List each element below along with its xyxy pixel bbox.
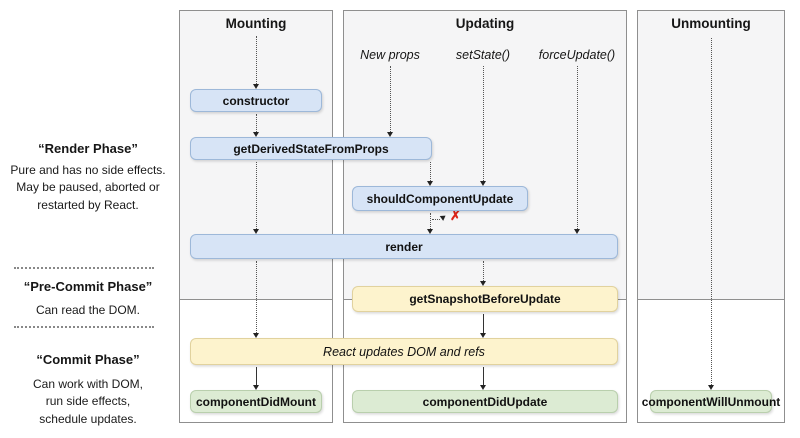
flow-arrow-newprops-to-getderivedstate <box>387 66 393 137</box>
phase-description-render: Pure and has no side effects. May be pau… <box>10 163 166 212</box>
node-get-snapshot-before-update: getSnapshotBeforeUpdate <box>352 286 618 312</box>
arrowhead <box>387 132 393 137</box>
flow-arrow-forceupdate-to-render <box>574 66 580 234</box>
flow-arrow-constructor-to-getderivedstate <box>253 114 259 137</box>
phase-description-commit: Can work with DOM, run side effects, sch… <box>32 377 144 426</box>
arrowhead <box>253 385 259 390</box>
arrowhead <box>253 132 259 137</box>
phase-divider <box>14 326 154 328</box>
flow-arrow-render-to-reactupdates <box>253 261 259 338</box>
phase-title-render: “Render Phase” <box>38 141 138 156</box>
node-render: render <box>190 234 618 259</box>
arrowhead <box>253 84 259 89</box>
flow-arrow-mounting-start <box>253 36 259 89</box>
flow-arrow-reactupdates-to-didmount <box>253 367 259 390</box>
flow-arrow-getderivedstate-to-render <box>253 162 259 234</box>
arrowhead <box>708 385 714 390</box>
arrowhead <box>253 333 259 338</box>
flow-arrow-reactupdates-to-didupdate <box>480 367 486 390</box>
arrowhead <box>480 385 486 390</box>
flow-arrow-getderivedstate-to-shouldupdate <box>427 162 433 186</box>
halt-x-icon: ✗ <box>450 208 461 223</box>
flow-arrow-shouldupdate-to-render <box>427 213 433 234</box>
node-should-component-update: shouldComponentUpdate <box>352 186 528 211</box>
node-component-did-update: componentDidUpdate <box>352 390 618 413</box>
trigger-force-update: forceUpdate() <box>538 48 616 62</box>
node-component-will-unmount: componentWillUnmount <box>642 390 780 413</box>
flow-arrow-render-to-getsnapshot <box>480 261 486 286</box>
arrowhead <box>480 333 486 338</box>
column-header-unmounting: Unmounting <box>671 16 751 31</box>
phase-description-pre-commit: Can read the DOM. <box>35 303 141 317</box>
node-constructor: constructor <box>190 89 322 112</box>
arrowhead <box>574 229 580 234</box>
trigger-new-props: New props <box>360 48 420 62</box>
phase-title-pre-commit: “Pre-Commit Phase” <box>23 279 153 294</box>
halt-branch-line <box>432 219 440 220</box>
node-get-derived-state-from-props: getDerivedStateFromProps <box>190 137 432 160</box>
column-header-mounting: Mounting <box>225 16 287 31</box>
arrowhead <box>480 181 486 186</box>
column-header-updating: Updating <box>455 16 515 31</box>
node-component-did-mount: componentDidMount <box>190 390 322 413</box>
arrowhead <box>427 181 433 186</box>
phase-divider <box>14 267 154 269</box>
phase-title-commit: “Commit Phase” <box>36 352 140 367</box>
node-react-updates-dom-and-refs: React updates DOM and refs <box>190 338 618 365</box>
flow-arrow-unmounting-to-willunmount <box>708 38 714 390</box>
arrowhead <box>253 229 259 234</box>
flow-arrow-setstate-to-shouldupdate <box>480 66 486 186</box>
trigger-set-state: setState() <box>455 48 511 62</box>
flow-arrow-getsnapshot-to-reactupdates <box>480 314 486 338</box>
arrowhead <box>427 229 433 234</box>
arrowhead <box>480 281 486 286</box>
